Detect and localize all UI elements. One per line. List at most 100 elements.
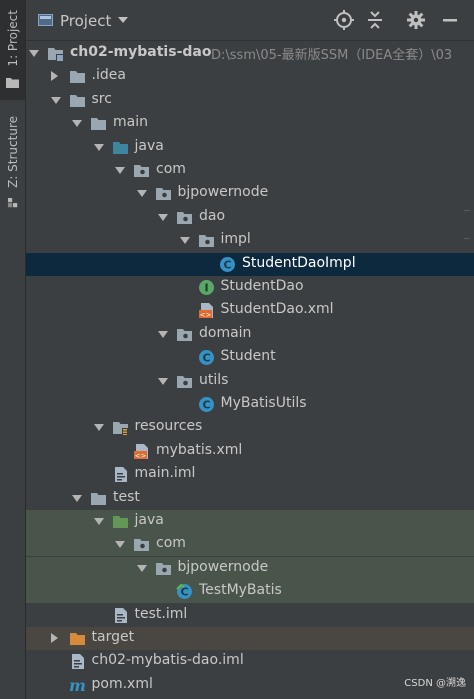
tree-item-label: .idea: [91, 67, 126, 84]
locate-icon[interactable]: [334, 10, 354, 30]
chevron-down-icon[interactable]: [115, 541, 125, 549]
tree-row[interactable]: I StudentDao: [26, 276, 474, 299]
tree-row[interactable]: target: [26, 627, 474, 650]
tree-item-label: domain: [199, 324, 252, 341]
package-icon: [198, 235, 214, 248]
tree-item-label: pom.xml: [91, 675, 153, 692]
structure-icon: [7, 197, 17, 208]
tree-row[interactable]: resources: [26, 416, 474, 439]
panel-title[interactable]: Project: [60, 12, 112, 30]
chevron-down-icon[interactable]: [72, 494, 82, 502]
tree-item-label: main: [113, 114, 148, 131]
svg-text:<>: <>: [199, 311, 211, 319]
chevron-down-icon[interactable]: [115, 167, 125, 174]
iml-file-icon: [71, 654, 84, 670]
tree-row[interactable]: impl: [26, 229, 474, 252]
tree-item-label: Student: [220, 348, 276, 365]
tree-row[interactable]: <>StudentDao.xml: [26, 299, 474, 322]
tab-project[interactable]: 1: Project: [0, 0, 25, 100]
tree-row[interactable]: com: [26, 159, 474, 182]
svg-text:C: C: [202, 399, 210, 412]
chevron-down-icon[interactable]: [50, 96, 61, 104]
interface-icon: I: [198, 280, 214, 295]
chevron-down-icon[interactable]: [179, 237, 190, 245]
xml-icon: <>: [198, 303, 213, 319]
tree-item-label: ch02-mybatis-dao.iml: [91, 652, 244, 669]
tree-item-label: com: [156, 161, 186, 177]
tree-row[interactable]: bjpowernode: [26, 182, 474, 205]
chevron-right-icon[interactable]: [50, 633, 58, 643]
xml-icon: <>: [134, 443, 148, 460]
gear-icon[interactable]: [406, 10, 426, 30]
module-path: D:\ssm\05-最新版SSM（IDEA全套）\03: [211, 48, 453, 63]
tree-row[interactable]: java: [26, 136, 474, 159]
package-icon: [155, 562, 171, 575]
tree-row[interactable]: <> mybatis.xml: [26, 440, 474, 463]
chevron-down-icon[interactable]: [158, 377, 168, 385]
test-class-icon: C: [176, 583, 192, 600]
tree-row[interactable]: java: [26, 510, 474, 533]
tree-row[interactable]: test: [26, 487, 474, 510]
tab-structure-label: Z: Structure: [5, 116, 20, 188]
tree-item-label: mybatis.xml: [156, 441, 243, 458]
tree-row[interactable]: test.iml: [26, 604, 474, 627]
svg-text:m: m: [69, 677, 86, 694]
package-icon: [177, 328, 192, 341]
scrollbar-marker: [464, 210, 470, 211]
tree-row[interactable]: C StudentDaoImpl: [26, 252, 474, 276]
chevron-down-icon[interactable]: [136, 564, 147, 572]
tree-item-label: java: [134, 137, 164, 154]
tree-row[interactable]: domain: [26, 323, 474, 346]
tree-row[interactable]: C MyBatisUtils: [26, 393, 474, 416]
tree-item-label: resources: [134, 418, 203, 435]
tree-row[interactable]: src: [26, 89, 474, 112]
chevron-down-icon[interactable]: [93, 518, 104, 525]
chevron-down-icon[interactable]: [72, 120, 82, 128]
tree-item-label: StudentDaoImpl: [242, 254, 356, 271]
tree-item-label: java: [134, 512, 164, 528]
svg-text:C: C: [223, 258, 231, 271]
iml-file-icon: [114, 467, 127, 483]
project-panel-header: Project: [26, 0, 474, 41]
folder-icon: [6, 77, 19, 88]
tree-row[interactable]: dao: [26, 206, 474, 229]
chevron-down-icon[interactable]: [158, 330, 168, 338]
tree-row[interactable]: .idea: [26, 65, 474, 88]
source-folder-icon: [112, 141, 128, 154]
tree-row[interactable]: main.iml: [26, 463, 474, 486]
tree-item-label: test: [113, 488, 140, 505]
collapse-all-icon[interactable]: [365, 10, 385, 30]
tree-row[interactable]: main: [26, 112, 474, 135]
chevron-down-icon[interactable]: [136, 190, 147, 198]
tree-item-label: src: [91, 90, 112, 107]
chevron-down-icon[interactable]: [158, 213, 168, 221]
tree-row[interactable]: utils: [26, 370, 474, 393]
tree-item-label: utils: [199, 371, 229, 388]
tab-project-label: 1: Project: [5, 10, 20, 67]
tree-item-label: MyBatisUtils: [220, 395, 307, 411]
tree-row[interactable]: bjpowernode: [26, 556, 474, 580]
tree-row[interactable]: ch02-mybatis-dao.iml: [26, 650, 474, 673]
tree-item-label: StudentDao: [220, 278, 304, 294]
chevron-down-icon[interactable]: [93, 143, 104, 151]
tab-structure[interactable]: Z: Structure: [0, 108, 25, 208]
scrollbar-marker: [464, 238, 470, 239]
tree-item-label: bjpowernode: [177, 184, 269, 201]
tree-item-label: impl: [220, 231, 251, 248]
tree-item-label: main.iml: [134, 465, 196, 482]
tree-item-label: target: [91, 629, 135, 645]
chevron-down-icon[interactable]: [93, 424, 104, 432]
maven-icon: m: [69, 677, 86, 694]
folder-icon: [69, 71, 85, 84]
chevron-right-icon[interactable]: [50, 71, 58, 82]
minimize-icon[interactable]: [440, 10, 460, 30]
tree-row[interactable]: com: [26, 533, 474, 557]
chevron-down-icon[interactable]: [29, 50, 39, 57]
excluded-folder-icon: [69, 633, 85, 645]
chevron-down-icon[interactable]: [118, 17, 128, 23]
tree-row[interactable]: m pom.xml: [26, 674, 474, 697]
